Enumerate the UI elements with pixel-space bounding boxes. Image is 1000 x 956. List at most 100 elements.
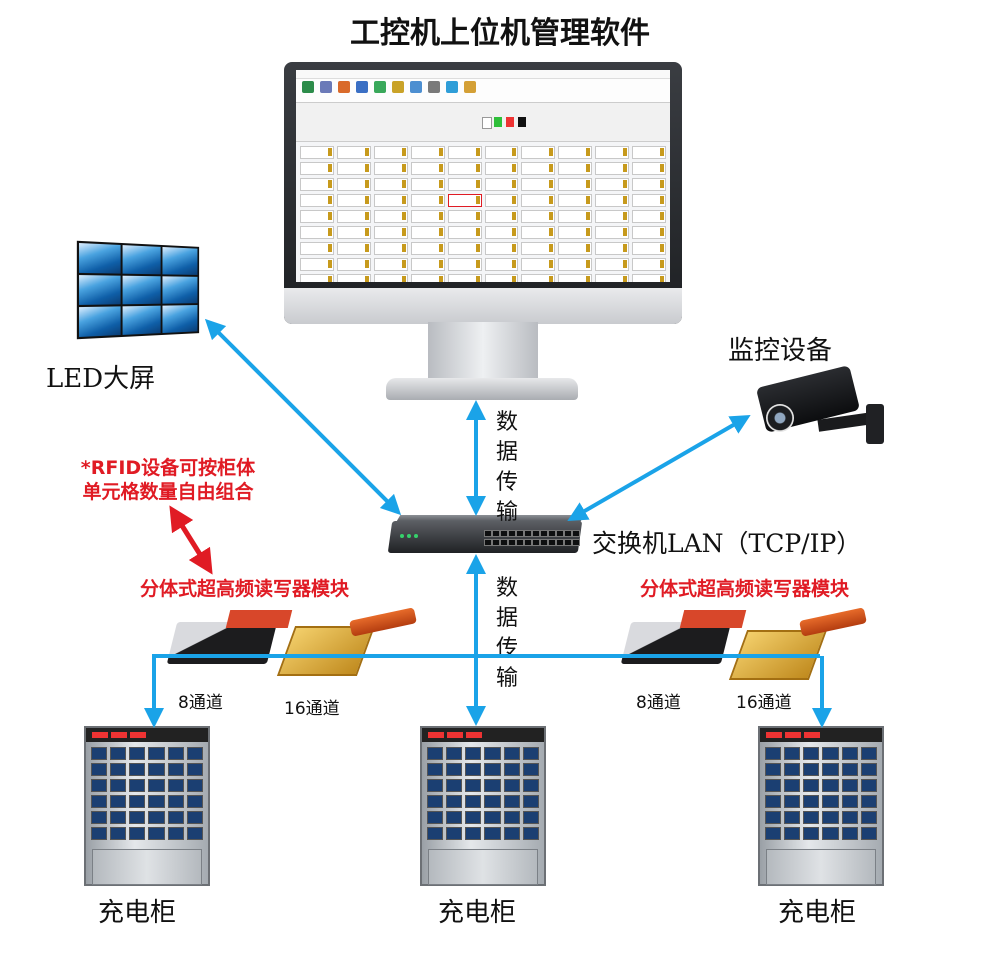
cabinet-compartment: [503, 795, 520, 808]
screen-cell: [336, 210, 371, 223]
monitor-stand-base: [386, 378, 578, 400]
channel-label-8-left: 8通道: [178, 693, 223, 713]
cabinet-compartment: [91, 779, 108, 792]
cabinet-compartment: [484, 747, 501, 760]
screen-cell: [373, 258, 408, 271]
screen-cell: [447, 194, 482, 207]
switch-port: [548, 530, 556, 537]
cabinet-compartment: [446, 795, 463, 808]
cabinet-compartment: [148, 795, 165, 808]
toolbar-icon: [338, 81, 350, 93]
cabinet-compartment: [148, 811, 165, 824]
cabinet-compartment: [167, 747, 184, 760]
cabinet-compartment: [765, 763, 782, 776]
screen-cell: [558, 210, 593, 223]
led-screen-label: LED大屏: [46, 364, 156, 394]
cabinet-compartment: [129, 779, 146, 792]
screen-cell: [521, 210, 556, 223]
cabinet-compartment: [822, 747, 839, 760]
software-filter-panel: [296, 103, 670, 142]
screen-cell: [410, 178, 445, 191]
cabinet-compartment: [167, 827, 184, 840]
switch-status-lights: [400, 534, 418, 538]
screen-cell: [410, 274, 445, 282]
switch-port: [508, 539, 516, 546]
cabinet-label-center: 充电柜: [438, 898, 517, 928]
cabinet-compartment: [503, 827, 520, 840]
arrow-camera-switch: [567, 414, 751, 522]
cabinet-compartment: [110, 747, 127, 760]
switch-port: [524, 539, 532, 546]
cabinet-compartment: [186, 747, 203, 760]
cabinet-compartment: [427, 795, 444, 808]
cabinet-compartment: [503, 779, 520, 792]
cabinet-compartment: [446, 747, 463, 760]
screen-cell: [595, 146, 630, 159]
cabinet-compartment: [427, 779, 444, 792]
cabinet-compartment: [148, 779, 165, 792]
screen-cell: [632, 210, 666, 223]
cabinet-compartment: [841, 827, 858, 840]
screen-cell: [300, 258, 334, 271]
switch-port: [492, 530, 500, 537]
cabinet-compartment: [91, 827, 108, 840]
cabinet-compartment: [91, 795, 108, 808]
screen-cell: [410, 242, 445, 255]
screen-cell: [595, 258, 630, 271]
screen-cell: [300, 178, 334, 191]
cabinet-compartment: [186, 779, 203, 792]
switch-port: [540, 530, 548, 537]
cabinet-compartment: [841, 795, 858, 808]
cabinet-compartment: [129, 795, 146, 808]
screen-cell: [447, 178, 482, 191]
charging-cabinet-center: [420, 726, 546, 886]
screen-cell: [300, 162, 334, 175]
toolbar-icon: [374, 81, 386, 93]
cabinet-compartment: [784, 763, 801, 776]
cabinet-compartment: [446, 779, 463, 792]
toolbar-icon: [446, 81, 458, 93]
cabinet-compartment: [765, 795, 782, 808]
management-software-screen: [296, 70, 670, 282]
screen-cell: [521, 178, 556, 191]
cabinet-compartment: [186, 811, 203, 824]
cabinet-compartment: [186, 827, 203, 840]
screen-cell: [336, 178, 371, 191]
screen-cell: [373, 162, 408, 175]
screen-cell: [447, 258, 482, 271]
cabinet-compartment: [129, 827, 146, 840]
cabinet-compartment: [803, 811, 820, 824]
monitor-stand-neck: [428, 322, 538, 382]
cabinet-compartment: [484, 763, 501, 776]
cabinet-compartment: [167, 811, 184, 824]
cabinet-compartment: [110, 763, 127, 776]
screen-cell: [373, 210, 408, 223]
screen-cell: [521, 226, 556, 239]
screen-cell: [373, 226, 408, 239]
cabinet-compartment: [446, 827, 463, 840]
screen-cell: [300, 226, 334, 239]
screen-cell: [521, 146, 556, 159]
cabinet-compartment: [765, 811, 782, 824]
reader-module-label-left: 分体式超高频读写器模块: [140, 578, 350, 600]
toolbar-icon: [392, 81, 404, 93]
screen-cell: [410, 146, 445, 159]
cabinet-compartment: [465, 811, 482, 824]
cabinet-compartment: [822, 795, 839, 808]
software-menu-bar: [296, 70, 670, 79]
screen-cell: [447, 162, 482, 175]
cabinet-compartment: [822, 811, 839, 824]
screen-cell: [484, 274, 519, 282]
cabinet-compartment: [860, 827, 877, 840]
screen-cell: [595, 210, 630, 223]
screen-cell: [410, 210, 445, 223]
cabinet-compartment: [91, 747, 108, 760]
screen-cell: [447, 226, 482, 239]
screen-cell: [484, 258, 519, 271]
screen-cell: [300, 274, 334, 282]
screen-cell: [521, 274, 556, 282]
screen-cell: [410, 194, 445, 207]
cabinet-compartment: [841, 779, 858, 792]
switch-port: [500, 539, 508, 546]
cabinet-compartment: [186, 795, 203, 808]
